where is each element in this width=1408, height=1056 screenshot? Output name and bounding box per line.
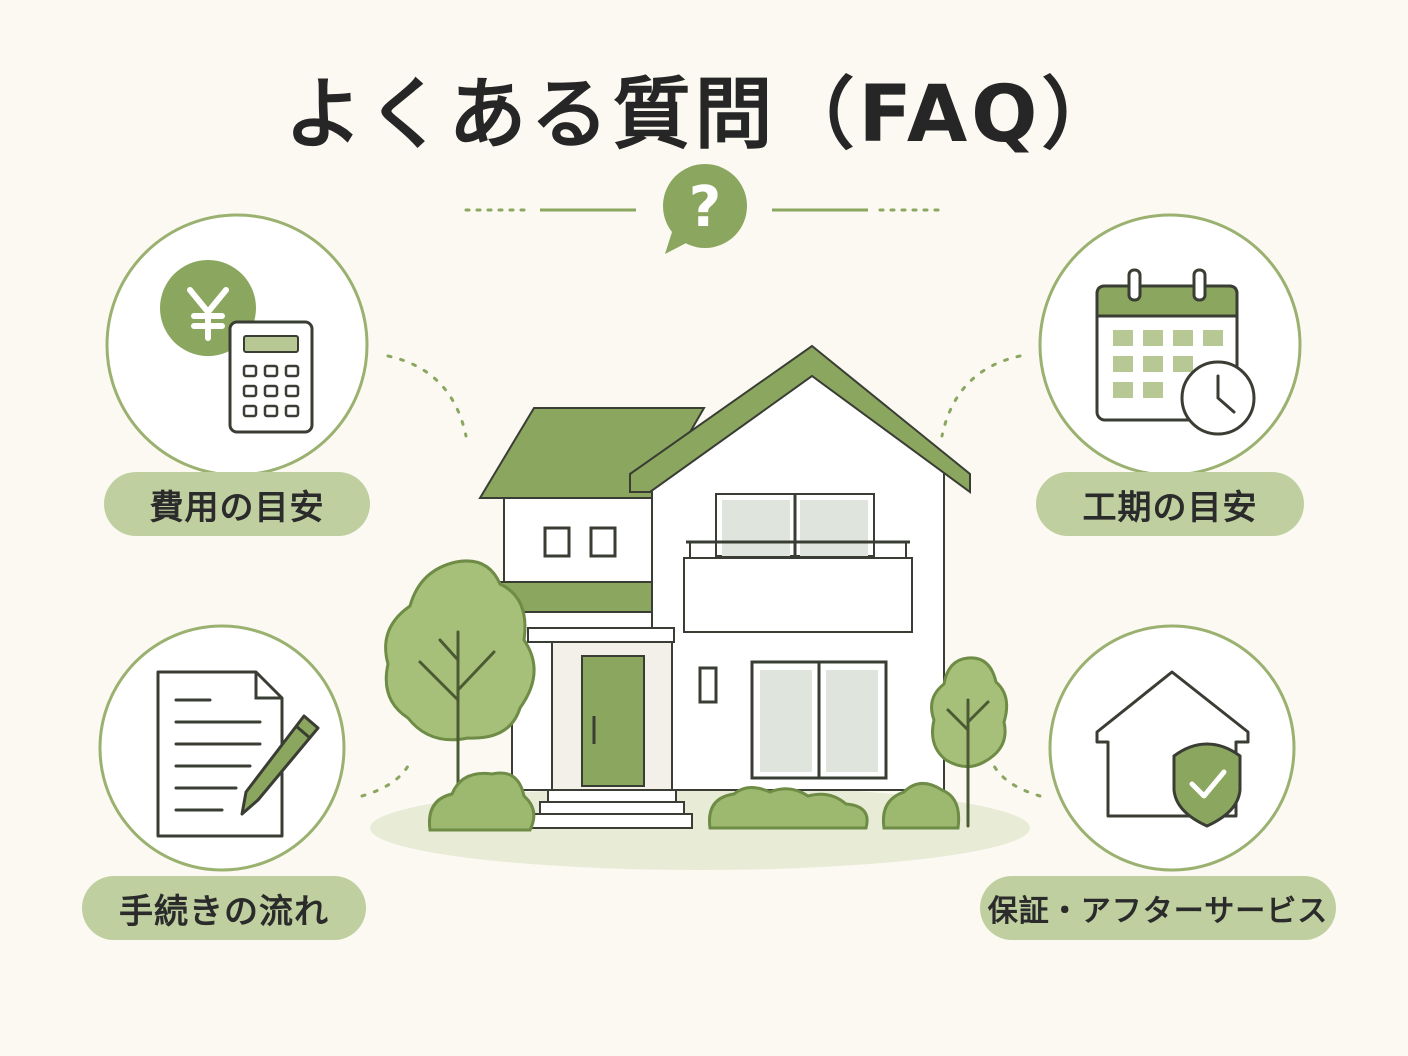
topic-label-cost[interactable]: 費用の目安: [104, 472, 370, 536]
house-illustration: [370, 344, 1030, 870]
question-mark-glyph: ?: [689, 175, 721, 240]
question-bubble-icon: ?: [663, 164, 747, 254]
topic-label-text: 費用の目安: [149, 487, 325, 528]
page-title: よくある質問（FAQ）: [284, 70, 1124, 160]
topic-label-procedure[interactable]: 手続きの流れ: [82, 876, 366, 940]
topic-label-schedule[interactable]: 工期の目安: [1036, 472, 1304, 536]
topic-label-text: 手続きの流れ: [119, 891, 329, 932]
document-pen-icon: [156, 670, 320, 838]
house-shield-icon: [1095, 670, 1250, 828]
calendar-clock-icon: [1095, 268, 1256, 436]
connector-lines: [360, 354, 1042, 798]
topic-label-text: 工期の目安: [1082, 487, 1258, 528]
yen-calculator-icon: [160, 260, 314, 434]
topic-label-warranty[interactable]: 保証・アフターサービス: [980, 876, 1336, 940]
topic-label-text: 保証・アフターサービス: [987, 894, 1329, 929]
